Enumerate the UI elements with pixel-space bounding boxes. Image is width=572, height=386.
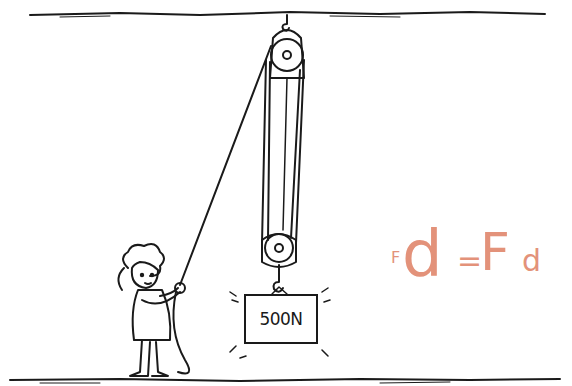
girl-eye <box>151 274 153 276</box>
girl-leg <box>130 340 150 376</box>
girl-hair <box>118 268 124 290</box>
formula-symbol: F <box>391 250 400 266</box>
pull-rope <box>180 46 271 285</box>
pulley-axle <box>283 51 291 59</box>
pulley-axle <box>275 244 283 252</box>
formula-symbol: d <box>522 246 541 276</box>
girl-hand <box>175 283 185 293</box>
girl-mouth <box>145 283 151 284</box>
formula-symbol: F <box>480 226 510 278</box>
girl-head <box>132 262 158 288</box>
girl-eye <box>141 274 143 276</box>
weight-label: 500N <box>259 309 302 329</box>
ceiling-hook <box>283 15 290 31</box>
motion-mark <box>230 346 328 358</box>
formula-symbol: d <box>402 222 443 286</box>
load-hook <box>272 287 287 294</box>
rope <box>291 70 300 238</box>
bottom-pulley <box>265 234 293 262</box>
floor-hatch <box>40 382 450 383</box>
girl-body <box>133 290 171 340</box>
pulley-frame <box>270 30 304 78</box>
pulley-frame <box>262 234 296 267</box>
pull-rope <box>173 292 189 374</box>
top-pulley <box>271 39 303 71</box>
girl-leg <box>152 342 168 376</box>
formula-symbol: = <box>457 246 482 276</box>
floor-line <box>10 379 560 381</box>
weight-block: 500N <box>244 294 318 344</box>
rope <box>262 60 266 243</box>
rope <box>283 78 287 230</box>
ceiling-hatch <box>60 16 400 17</box>
rope <box>268 62 270 240</box>
girl-arm <box>142 292 180 304</box>
